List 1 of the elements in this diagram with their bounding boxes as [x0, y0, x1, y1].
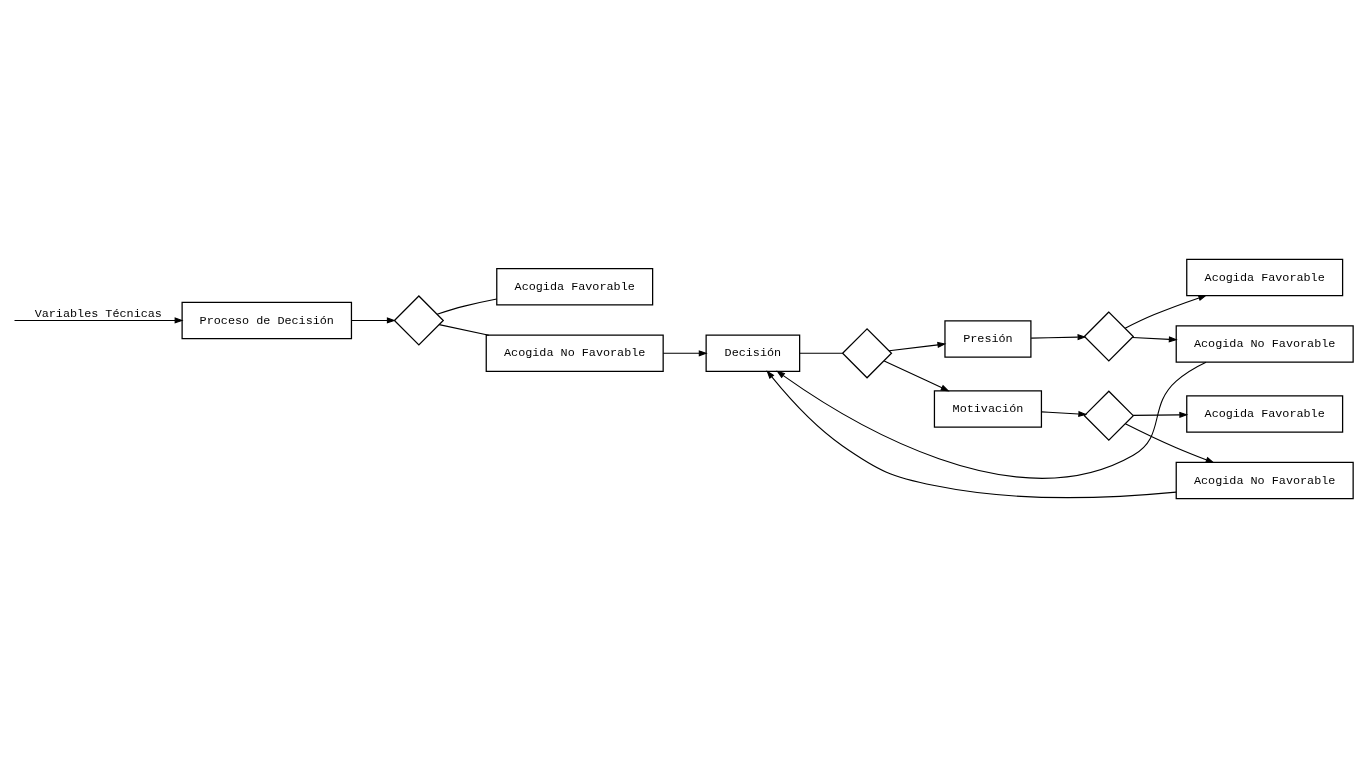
edge-label: Variables Técnicas [34, 307, 162, 322]
